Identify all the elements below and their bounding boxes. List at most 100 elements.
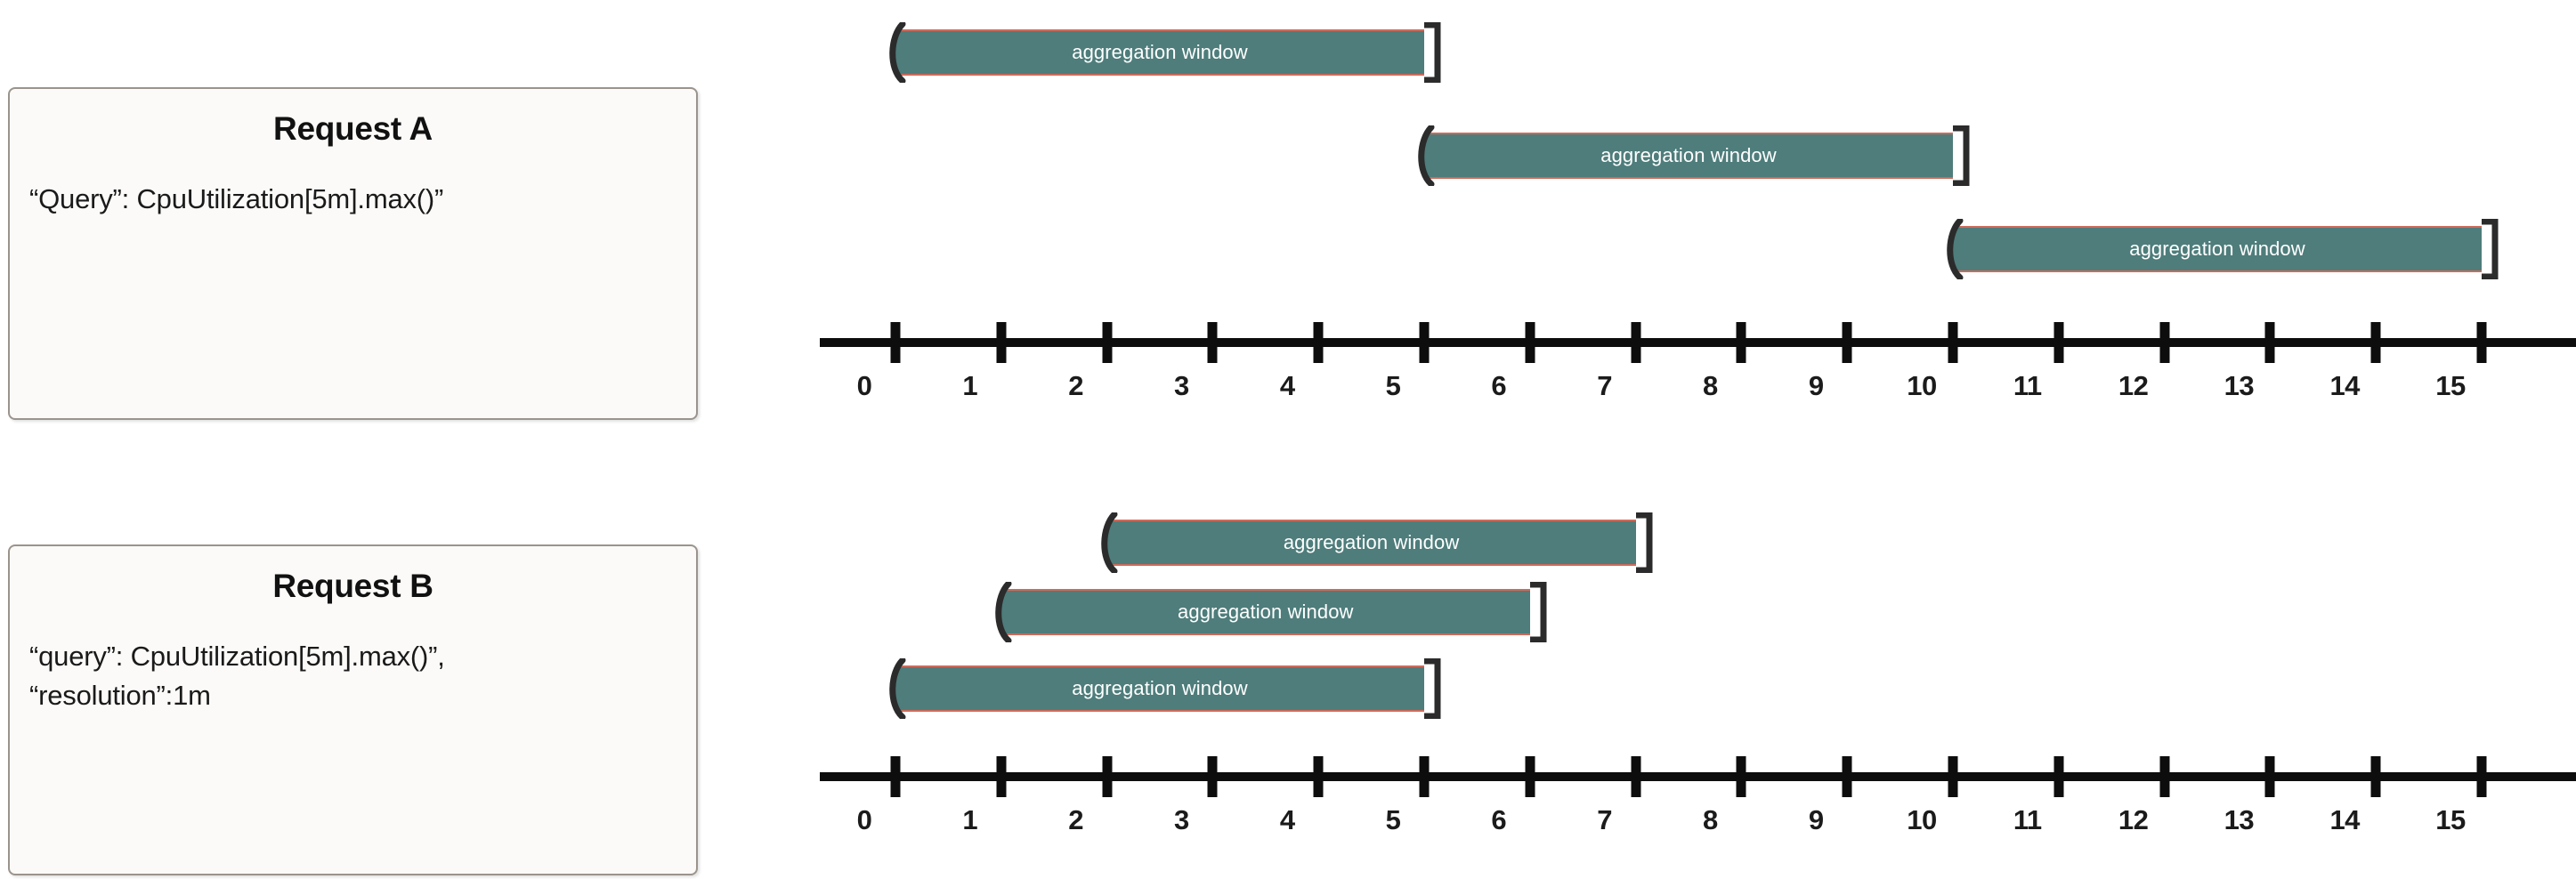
axis-tick-a-12	[2159, 322, 2170, 363]
axis-tick-a-1	[996, 322, 1007, 363]
axis-tick-label-a-1: 1	[962, 370, 978, 401]
axis-tick-b-9	[1842, 756, 1852, 797]
axis-tick-label-b-8: 8	[1703, 804, 1718, 835]
request-b-card: Request B “query”: CpuUtilization[5m].ma…	[8, 544, 698, 875]
axis-tick-label-a-0: 0	[856, 370, 872, 401]
aggregation-window-label: aggregation window	[2129, 238, 2305, 260]
aggregation-window-label: aggregation window	[1178, 601, 1354, 623]
axis-tick-b-4	[1313, 756, 1324, 797]
axis-tick-b-1	[996, 756, 1007, 797]
aggregation-window-a-0: aggregation window	[889, 22, 1441, 83]
axis-tick-label-b-1: 1	[962, 804, 978, 835]
axis-tick-b-0	[890, 756, 901, 797]
axis-tick-label-b-15: 15	[2435, 804, 2466, 835]
axis-tick-label-b-4: 4	[1279, 804, 1295, 835]
window-open-paren-icon	[1939, 219, 1964, 279]
axis-tick-label-b-13: 13	[2224, 804, 2255, 835]
axis-tick-b-8	[1736, 756, 1746, 797]
axis-tick-label-a-10: 10	[1907, 370, 1937, 401]
axis-tick-b-15	[2476, 756, 2487, 797]
window-close-bracket-icon	[2476, 219, 2499, 279]
aggregation-window-b-2: aggregation window	[889, 658, 1441, 719]
axis-tick-label-a-8: 8	[1703, 370, 1718, 401]
axis-tick-b-5	[1419, 756, 1430, 797]
axis-tick-a-8	[1736, 322, 1746, 363]
axis-tick-label-a-4: 4	[1279, 370, 1295, 401]
request-a-title: Request A	[273, 110, 433, 147]
axis-tick-a-2	[1102, 322, 1113, 363]
window-close-bracket-icon	[1525, 582, 1548, 642]
axis-tick-label-a-15: 15	[2435, 370, 2466, 401]
request-b-title: Request B	[272, 568, 433, 604]
aggregation-window-label: aggregation window	[1072, 677, 1248, 699]
axis-tick-label-a-11: 11	[2013, 370, 2042, 401]
axis-tick-b-7	[1631, 756, 1641, 797]
axis-tick-a-0	[890, 322, 901, 363]
axis-tick-label-b-6: 6	[1491, 804, 1507, 835]
axis-tick-b-13	[2264, 756, 2275, 797]
aggregation-window-bar	[1000, 589, 1530, 635]
axis-tick-label-a-5: 5	[1385, 370, 1401, 401]
aggregation-window-a-1: aggregation window	[1418, 125, 1970, 186]
axis-tick-label-b-0: 0	[856, 804, 872, 835]
aggregation-window-bar	[895, 665, 1424, 712]
axis-tick-label-a-9: 9	[1808, 370, 1824, 401]
axis-tick-b-14	[2370, 756, 2381, 797]
window-close-bracket-icon	[1419, 22, 1442, 83]
window-open-paren-icon	[881, 22, 906, 83]
aggregation-window-b-0: aggregation window	[1100, 512, 1653, 573]
axis-tick-label-a-7: 7	[1597, 370, 1612, 401]
axis-tick-label-b-9: 9	[1808, 804, 1824, 835]
aggregation-window-bar	[895, 29, 1424, 76]
axis-tick-a-13	[2264, 322, 2275, 363]
axis-tick-a-14	[2370, 322, 2381, 363]
window-open-paren-icon	[987, 582, 1012, 642]
axis-tick-label-a-3: 3	[1174, 370, 1189, 401]
axis-tick-b-10	[1948, 756, 1958, 797]
window-open-paren-icon	[1410, 125, 1435, 186]
aggregation-window-label: aggregation window	[1600, 144, 1777, 166]
axis-tick-label-a-12: 12	[2118, 370, 2149, 401]
axis-tick-label-b-10: 10	[1907, 804, 1937, 835]
axis-tick-label-b-5: 5	[1385, 804, 1401, 835]
axis-tick-label-a-14: 14	[2329, 370, 2360, 401]
axis-tick-label-b-7: 7	[1597, 804, 1612, 835]
axis-tick-label-a-2: 2	[1068, 370, 1083, 401]
aggregation-window-b-1: aggregation window	[995, 582, 1547, 642]
axis-line-b	[820, 772, 2576, 781]
axis-tick-b-11	[2054, 756, 2064, 797]
aggregation-window-bar	[1953, 226, 2482, 272]
axis-tick-a-3	[1207, 322, 1218, 363]
axis-line-a	[820, 338, 2576, 347]
axis-tick-b-12	[2159, 756, 2170, 797]
axis-tick-label-a-13: 13	[2224, 370, 2255, 401]
aggregation-window-bar	[1424, 133, 1953, 179]
axis-tick-a-7	[1631, 322, 1641, 363]
axis-tick-label-b-2: 2	[1068, 804, 1083, 835]
axis-tick-a-15	[2476, 322, 2487, 363]
aggregation-window-label: aggregation window	[1283, 531, 1460, 553]
axis-tick-label-b-12: 12	[2118, 804, 2149, 835]
axis-tick-b-2	[1102, 756, 1113, 797]
window-close-bracket-icon	[1631, 512, 1654, 573]
axis-tick-a-6	[1525, 322, 1535, 363]
axis-tick-b-3	[1207, 756, 1218, 797]
axis-tick-label-b-3: 3	[1174, 804, 1189, 835]
axis-tick-label-b-11: 11	[2013, 804, 2042, 835]
window-close-bracket-icon	[1419, 658, 1442, 719]
aggregation-window-label: aggregation window	[1072, 41, 1248, 63]
axis-tick-b-6	[1525, 756, 1535, 797]
request-a-card: Request A “Query”: CpuUtilization[5m].ma…	[8, 87, 698, 420]
aggregation-window-a-2: aggregation window	[1947, 219, 2499, 279]
axis-tick-a-11	[2054, 322, 2064, 363]
axis-tick-a-9	[1842, 322, 1852, 363]
aggregation-window-bar	[1106, 520, 1636, 566]
window-open-paren-icon	[1093, 512, 1118, 573]
axis-tick-a-5	[1419, 322, 1430, 363]
axis-tick-a-10	[1948, 322, 1958, 363]
axis-tick-a-4	[1313, 322, 1324, 363]
axis-tick-label-b-14: 14	[2329, 804, 2360, 835]
axis-tick-label-a-6: 6	[1491, 370, 1507, 401]
window-close-bracket-icon	[1948, 125, 1971, 186]
window-open-paren-icon	[881, 658, 906, 719]
